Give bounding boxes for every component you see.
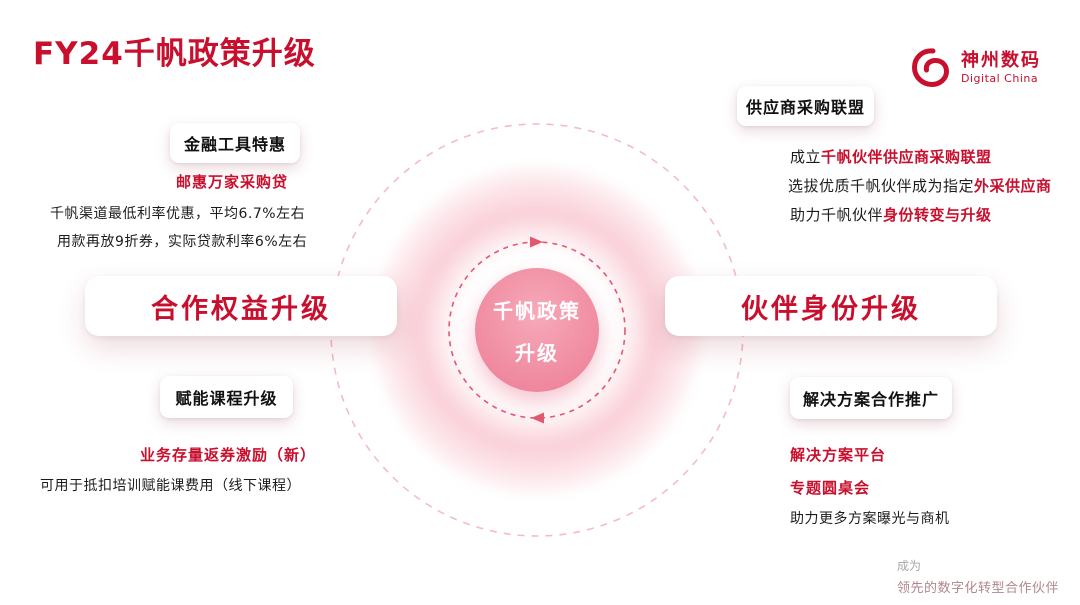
- card-partner-identity-upgrade: 伙伴身份升级: [665, 276, 997, 336]
- center-badge-line2: 升级: [515, 340, 559, 365]
- card-supplier-alliance-label: 供应商采购联盟: [745, 98, 865, 117]
- brand-logo: 神州数码 Digital China: [910, 46, 1041, 90]
- footer-line-2: 领先的数字化转型合作伙伴: [897, 581, 1060, 596]
- clockwise-arrow-bottom-icon: [531, 412, 544, 424]
- clockwise-arrow-top-icon: [530, 236, 543, 248]
- card-enablement-course-label: 赋能课程升级: [175, 389, 278, 408]
- alliance-line-1-prefix: 成立: [790, 148, 822, 166]
- solution-detail-1: 助力更多方案曝光与商机: [790, 511, 950, 527]
- course-highlight: 业务存量返券激励（新）: [140, 446, 317, 464]
- brand-subtitle: Digital China: [961, 72, 1039, 86]
- alliance-line-3-prefix: 助力千帆伙伴: [790, 206, 884, 224]
- brand-text: 神州数码 Digital China: [961, 49, 1041, 86]
- footer-tagline: 成为 领先的数字化转型合作伙伴: [897, 557, 1059, 596]
- center-badge: 千帆政策 升级: [475, 268, 599, 392]
- digital-china-swirl-icon: [911, 48, 950, 88]
- solution-highlight-2: 专题圆桌会: [790, 479, 871, 497]
- card-financial-tools: 金融工具特惠: [170, 123, 300, 163]
- alliance-line-2: 选拔优质千帆伙伴成为指定外采供应商: [788, 175, 1052, 196]
- alliance-line-1: 成立千帆伙伴供应商采购联盟: [790, 146, 992, 167]
- swirl-path: [911, 48, 950, 88]
- alliance-line-2-highlight: 外采供应商: [974, 177, 1052, 195]
- alliance-line-2-prefix: 选拔优质千帆伙伴成为指定: [788, 177, 975, 195]
- solution-highlight-1: 解决方案平台: [790, 446, 887, 464]
- center-badge-line1: 千帆政策: [493, 298, 581, 323]
- card-financial-tools-label: 金融工具特惠: [183, 135, 286, 154]
- footer-line-1: 成为: [897, 559, 922, 573]
- page-title: FY24千帆政策升级: [33, 36, 316, 72]
- course-detail-1: 可用于抵扣培训赋能课费用（线下课程）: [40, 478, 301, 494]
- card-enablement-course: 赋能课程升级: [160, 376, 293, 418]
- alliance-line-3-highlight: 身份转变与升级: [883, 206, 992, 224]
- partner-identity-upgrade-label: 伙伴身份升级: [741, 293, 921, 325]
- alliance-line-3: 助力千帆伙伴身份转变与升级: [790, 204, 992, 225]
- alliance-line-1-highlight: 千帆伙伴供应商采购联盟: [821, 148, 992, 166]
- finance-detail-1: 千帆渠道最低利率优惠，平均6.7%左右: [50, 206, 306, 222]
- card-solution-promotion-label: 解决方案合作推广: [802, 390, 939, 409]
- card-cooperation-rights-upgrade: 合作权益升级: [85, 276, 397, 336]
- card-supplier-alliance: 供应商采购联盟: [737, 86, 874, 126]
- card-solution-promotion: 解决方案合作推广: [790, 377, 952, 419]
- cooperation-rights-upgrade-label: 合作权益升级: [151, 293, 331, 325]
- finance-detail-2: 用款再放9折券，实际贷款利率6%左右: [57, 234, 308, 250]
- finance-highlight: 邮惠万家采购贷: [176, 173, 289, 191]
- brand-name: 神州数码: [961, 49, 1041, 71]
